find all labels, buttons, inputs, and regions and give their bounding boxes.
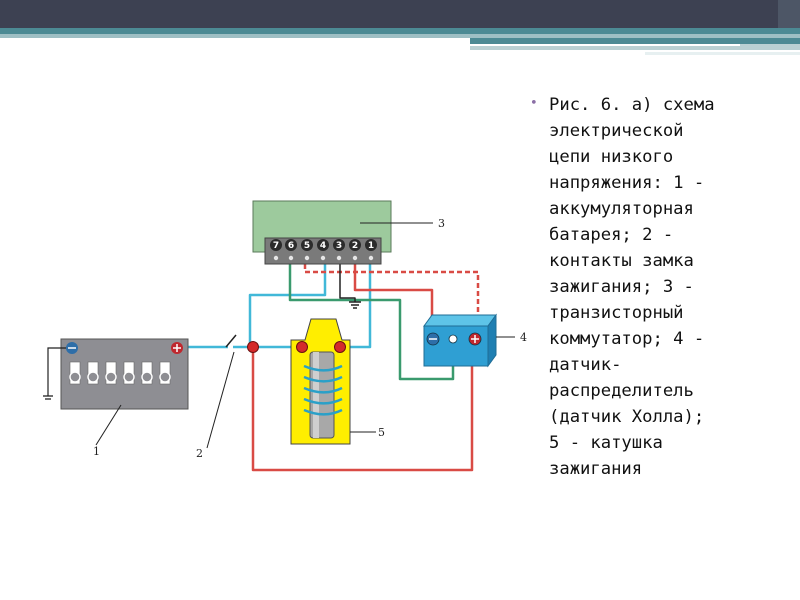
label-coil: 5 [378,426,385,439]
ignition-coil [290,318,376,445]
battery-ground-icon [43,395,53,400]
terminal-strip: 7 6 5 4 3 2 1 [270,239,377,261]
terminal-4-label: 4 [320,241,326,251]
transistor-commutator: 7 6 5 4 3 2 1 [252,200,433,265]
battery [43,338,189,446]
label-commutator: 3 [438,217,445,230]
leader-line-1 [95,404,122,446]
label-sensor: 4 [520,331,527,344]
terminal-3-label: 3 [336,241,342,251]
slide-header-bar [0,0,800,58]
header-teal-band [0,28,800,34]
wire-green-sensor [288,264,455,381]
ignition-switch [206,334,237,449]
battery-cells [69,361,171,385]
header-white-line [0,38,470,42]
header-accent-block [778,0,800,28]
header-white-line-right [470,44,740,46]
leader-line-2 [206,351,235,449]
header-teal-band-right [470,38,800,44]
wire-blue-left-riser [248,264,327,347]
header-white-line-short [645,52,800,55]
battery-ground-wire [47,347,66,396]
wire-red-bottom-loop [251,339,474,472]
header-dark-strip [0,0,778,28]
terminal-2-label: 2 [352,241,358,251]
header-light-band [0,34,800,38]
terminal-6-label: 6 [288,241,294,251]
bullet-icon: • [530,96,538,111]
terminal-7-label: 7 [273,241,279,251]
wire-red-dashed [303,264,480,318]
caption-text: Рис. 6. а) схема электрической цепи низк… [549,95,715,479]
terminal-5-label: 5 [304,241,310,251]
label-switch: 2 [196,447,203,460]
header-light-band-right [470,44,800,50]
wire-red-terminal [353,264,434,318]
terminal-1-label: 1 [368,241,374,251]
coil-winding [303,364,343,416]
wire-ground-commutator [339,264,356,302]
label-battery: 1 [93,445,100,458]
hall-sensor [423,313,515,368]
ground-icon [349,301,361,309]
junction-dots [247,341,346,353]
